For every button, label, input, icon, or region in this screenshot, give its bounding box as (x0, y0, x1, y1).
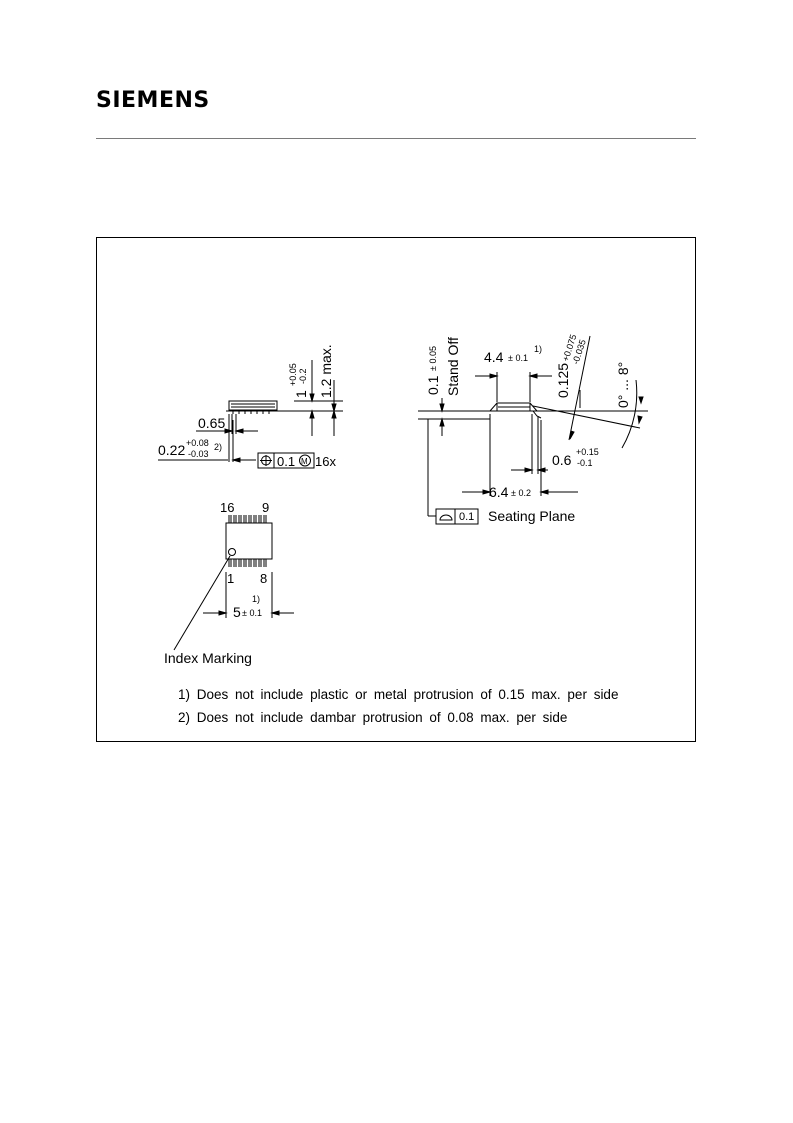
pin-1-label: 1 (227, 571, 234, 586)
position-modifier: M (301, 457, 308, 466)
flatness-value: 0.1 (459, 511, 474, 523)
lead-width-tol-plus: +0.08 (186, 438, 209, 448)
seating-plane-label: Seating Plane (488, 508, 575, 524)
pitch-label: 0.65 (198, 415, 225, 431)
top-view-labels: 16 9 1 8 1) 5 ± 0.1 Index Marking (164, 500, 269, 666)
foot-length-label: 0.6 (552, 452, 572, 468)
thickness-label: 1 (293, 390, 309, 398)
end-view (418, 335, 648, 525)
footnotes: 1) Does not include plastic or metal pro… (178, 683, 618, 729)
body-width-label: 4.4 (484, 349, 504, 365)
pin-16-label: 16 (220, 500, 234, 515)
lead-thickness-label: 0.125 (555, 363, 571, 398)
index-marking-label: Index Marking (164, 650, 252, 666)
max-height-label: 1.2 max. (318, 344, 334, 398)
position-tolerance-value: 0.1 (277, 454, 295, 469)
thickness-tol-plus: +0.05 (288, 363, 298, 386)
index-mark-circle (228, 548, 236, 556)
standoff-tol: ± 0.05 (428, 346, 438, 371)
foot-length-tol-minus: -0.1 (577, 458, 593, 468)
body-length-note: 1) (252, 594, 260, 604)
body-width-note: 1) (534, 344, 542, 354)
body-length-tol: ± 0.1 (242, 608, 262, 618)
overall-width-label: 6.4 (489, 484, 509, 500)
lead-width-tol-minus: -0.03 (188, 449, 209, 459)
standoff-label: 0.1 (425, 375, 441, 395)
header-rule (96, 138, 696, 139)
lead-width-note: 2) (214, 442, 222, 452)
pin-8-label: 8 (260, 571, 267, 586)
thickness-tol-minus: -0.2 (298, 368, 308, 384)
body-length-label: 5 (233, 604, 241, 620)
side-view-labels: 0.65 0.22 +0.08 -0.03 2) 1 +0.05 -0.2 1.… (158, 344, 336, 469)
drawing-frame (96, 237, 696, 742)
overall-width-tol: ± 0.2 (511, 488, 531, 498)
bottom-leads (228, 559, 267, 567)
body-width-tol: ± 0.1 (508, 353, 528, 363)
top-view (173, 515, 294, 651)
side-view (158, 360, 343, 469)
top-view-body (225, 522, 273, 560)
lead-width-label: 0.22 (158, 442, 185, 458)
footnote-2: 2) Does not include dambar protrusion of… (178, 710, 568, 725)
angle-label: 0° ... 8° (615, 362, 631, 408)
side-view-body (228, 400, 278, 411)
top-leads (228, 515, 267, 523)
foot-length-tol-plus: +0.15 (576, 447, 599, 457)
position-tolerance-frame (257, 452, 315, 469)
footnote-1: 1) Does not include plastic or metal pro… (178, 687, 619, 702)
end-view-labels: 0.1 ± 0.05 Stand Off 4.4 ± 0.1 1) 0.125 … (425, 333, 631, 524)
pin-9-label: 9 (262, 500, 269, 515)
lead-count-label: 16x (315, 454, 336, 469)
siemens-logo: SIEMENS (96, 88, 210, 113)
standoff-text: Stand Off (445, 337, 461, 396)
